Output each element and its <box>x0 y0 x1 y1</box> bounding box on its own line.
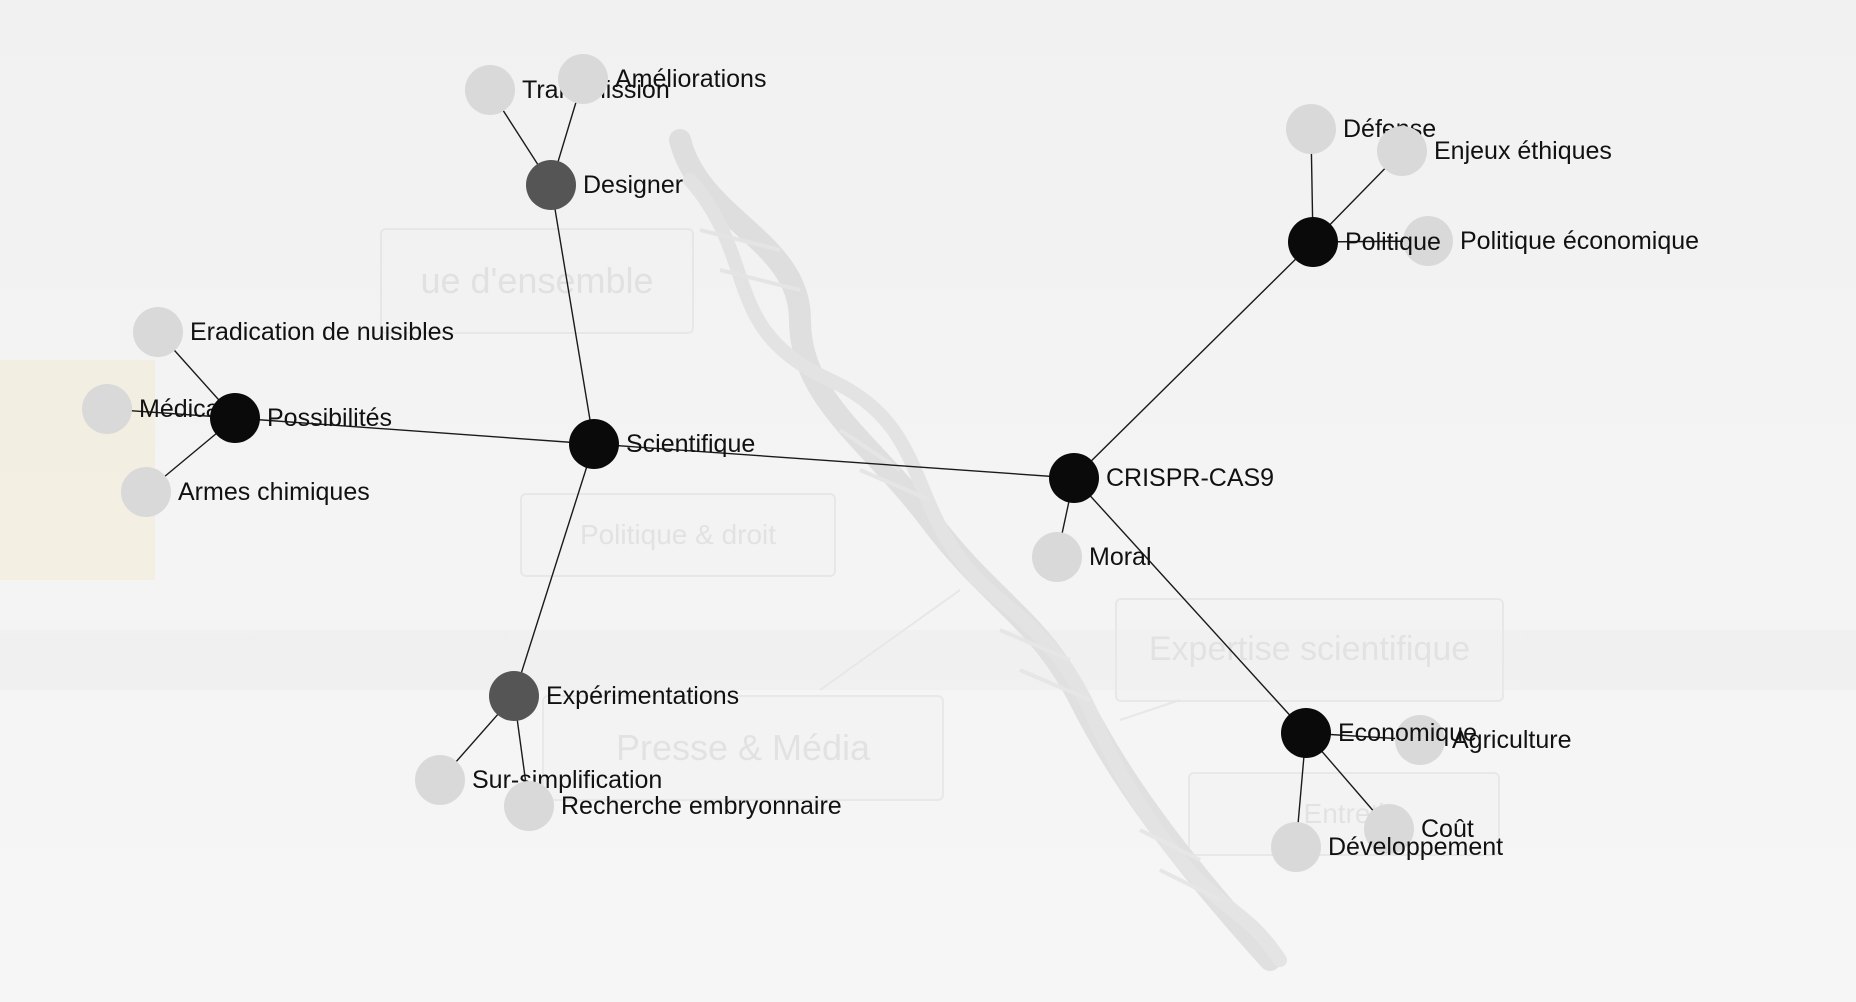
node-label: Moral <box>1089 543 1152 571</box>
node-crispr[interactable]: CRISPR-CAS9 <box>1049 453 1274 503</box>
node-label: Améliorations <box>615 65 766 93</box>
background-box-overview: ue d'ensemble <box>380 228 694 334</box>
edge-crispr-scientifique <box>593 443 1075 479</box>
node-label: Scientifique <box>626 430 755 458</box>
edge-scientifique-possibilites <box>234 417 595 445</box>
edge-crispr-economique <box>1073 477 1307 734</box>
node-label: Sur-simplification <box>472 766 662 794</box>
node-label: Armes chimiques <box>178 478 370 506</box>
node-designer[interactable]: Designer <box>526 160 683 210</box>
node-label: Coût <box>1421 815 1474 843</box>
node-circle[interactable] <box>133 307 183 357</box>
node-label: Politique économique <box>1460 227 1699 255</box>
node-polecon[interactable]: Politique économique <box>1403 216 1699 266</box>
node-experimentations[interactable]: Expérimentations <box>489 671 739 721</box>
node-circle[interactable] <box>82 384 132 434</box>
background-box-expertise: Expertise scientifique <box>1115 598 1504 702</box>
node-circle[interactable] <box>1403 216 1453 266</box>
background-box-label: Politique & droit <box>579 519 777 551</box>
node-possibilites[interactable]: Possibilités <box>210 393 392 443</box>
node-circle[interactable] <box>465 65 515 115</box>
node-circle[interactable] <box>1271 822 1321 872</box>
node-label: Enjeux éthiques <box>1434 137 1612 165</box>
node-recherche[interactable]: Recherche embryonnaire <box>504 781 842 831</box>
background-box-politics: Politique & droit <box>520 493 836 577</box>
node-label: Développement <box>1328 833 1503 861</box>
node-circle[interactable] <box>1281 708 1331 758</box>
node-label: Politique <box>1345 228 1441 256</box>
background-box-label: Expertise scientifique <box>1148 630 1471 669</box>
edge-scientifique-experimentations <box>513 443 595 697</box>
edge-crispr-politique <box>1073 241 1314 479</box>
edge-scientifique-designer <box>550 184 595 445</box>
node-enjeux[interactable]: Enjeux éthiques <box>1377 126 1612 176</box>
node-label: Agriculture <box>1452 726 1572 754</box>
node-moral[interactable]: Moral <box>1032 532 1152 582</box>
node-label: CRISPR-CAS9 <box>1106 464 1274 492</box>
node-agriculture[interactable]: Agriculture <box>1395 715 1572 765</box>
node-eradication[interactable]: Eradication de nuisibles <box>133 307 454 357</box>
node-circle[interactable] <box>1288 217 1338 267</box>
node-circle[interactable] <box>121 467 171 517</box>
edge-layer <box>106 78 1429 848</box>
node-circle[interactable] <box>1032 532 1082 582</box>
node-label: Designer <box>583 171 683 199</box>
node-scientifique[interactable]: Scientifique <box>569 419 755 469</box>
background-box-interview: Entreti <box>1188 772 1500 856</box>
node-circle[interactable] <box>526 160 576 210</box>
node-circle[interactable] <box>504 781 554 831</box>
node-politique[interactable]: Politique <box>1288 217 1441 267</box>
background-band <box>0 630 1856 690</box>
node-armes[interactable]: Armes chimiques <box>121 467 370 517</box>
background-box-press: Presse & Média <box>542 695 944 801</box>
node-circle[interactable] <box>415 755 465 805</box>
node-label: Recherche embryonnaire <box>561 792 842 820</box>
node-circle[interactable] <box>1364 804 1414 854</box>
node-circle[interactable] <box>1377 126 1427 176</box>
node-label: Expérimentations <box>546 682 739 710</box>
node-circle[interactable] <box>558 54 608 104</box>
node-circle[interactable] <box>1286 104 1336 154</box>
node-developpement[interactable]: Développement <box>1271 822 1503 872</box>
node-circle[interactable] <box>210 393 260 443</box>
background-sticky-note <box>0 360 155 580</box>
node-circle[interactable] <box>1395 715 1445 765</box>
node-ameliorations[interactable]: Améliorations <box>558 54 766 104</box>
node-label: Possibilités <box>267 404 392 432</box>
node-circle[interactable] <box>1049 453 1099 503</box>
background-box-label: Presse & Média <box>615 727 871 769</box>
background-box-label: ue d'ensemble <box>420 260 654 302</box>
node-cout[interactable]: Coût <box>1364 804 1474 854</box>
node-sursimplification[interactable]: Sur-simplification <box>415 755 662 805</box>
node-economique[interactable]: Economique <box>1281 708 1477 758</box>
node-circle[interactable] <box>489 671 539 721</box>
node-label: Eradication de nuisibles <box>190 318 454 346</box>
node-layer: MoralTransmissionAméliorationsEradicatio… <box>82 54 1699 872</box>
node-label: Economique <box>1338 719 1477 747</box>
node-circle[interactable] <box>569 419 619 469</box>
